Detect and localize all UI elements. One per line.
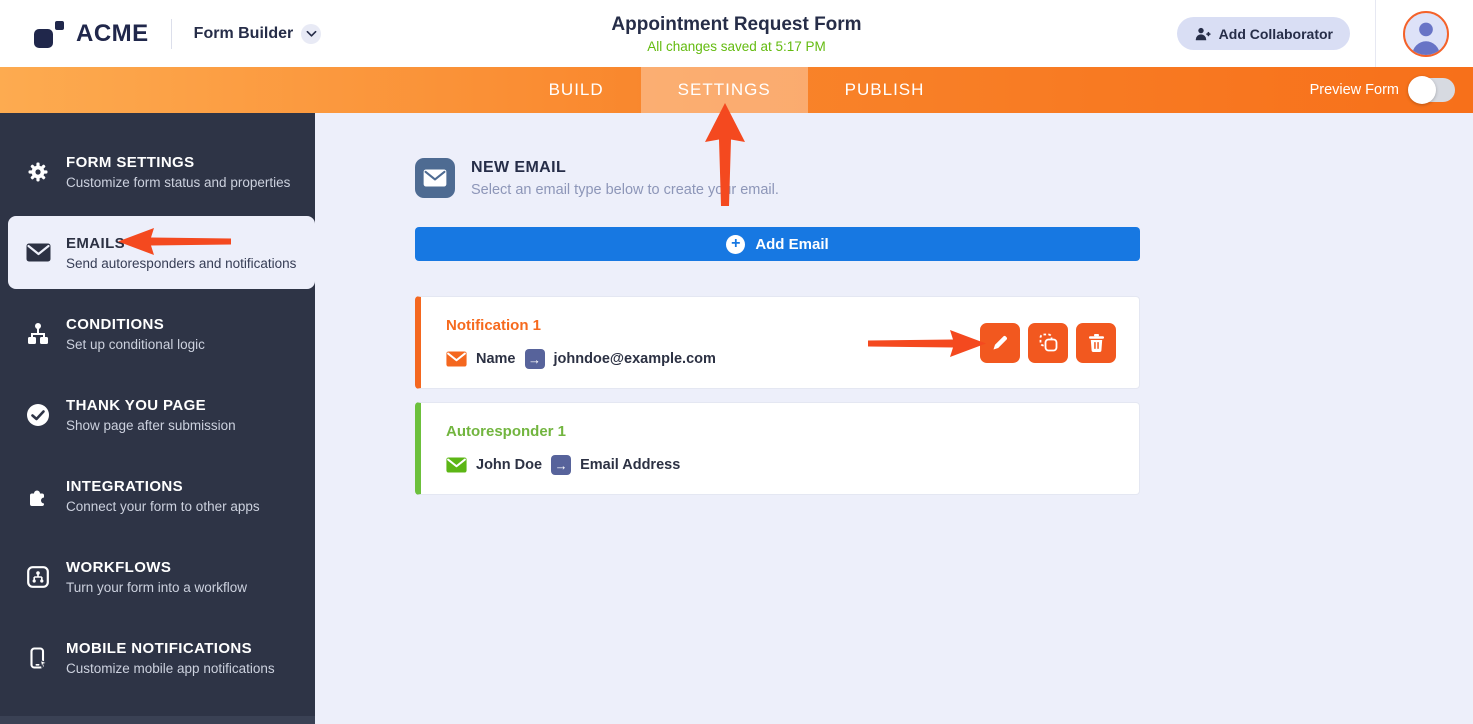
email-route-row: Name → johndoe@example.com (446, 349, 716, 369)
tab-build[interactable]: BUILD (548, 80, 604, 99)
sidebar-item-thank-you-page[interactable]: THANK YOU PAGE Show page after submissio… (0, 378, 315, 451)
header-right-divider (1375, 0, 1376, 67)
person-plus-icon (1194, 26, 1211, 42)
email-from: Name (476, 351, 516, 367)
email-card-actions (980, 322, 1116, 363)
puzzle-icon (25, 484, 51, 508)
section-subtitle: Select an email type below to create you… (471, 181, 779, 198)
build-navbar: BUILD SETTINGS PUBLISH Preview Form (0, 67, 1473, 113)
add-email-button[interactable]: + Add Email (415, 227, 1140, 261)
add-email-label: Add Email (755, 235, 829, 253)
logo-text: ACME (76, 19, 149, 47)
add-collaborator-label: Add Collaborator (1218, 25, 1333, 42)
sitemap-icon (25, 322, 51, 346)
header-right: Add Collaborator (1176, 0, 1473, 67)
envelope-icon (415, 158, 455, 198)
sidebar-item-workflows[interactable]: WORKFLOWS Turn your form into a workflow (0, 540, 315, 613)
product-label: Form Builder (193, 24, 294, 42)
preview-form-toggle[interactable] (1408, 76, 1455, 104)
edit-email-button[interactable] (980, 322, 1020, 363)
sidebar-item-description: Customize mobile app notifications (66, 660, 275, 676)
mobile-icon (25, 646, 51, 670)
arrow-right-icon: → (551, 455, 572, 475)
sidebar-item-label: INTEGRATIONS (66, 477, 184, 495)
duplicate-icon (1039, 333, 1057, 352)
form-header-center: Appointment Request Form All changes sav… (611, 14, 861, 54)
emails-settings-panel: NEW EMAIL Select an email type below to … (315, 113, 1473, 724)
nav-tabs: BUILD SETTINGS PUBLISH (512, 67, 962, 113)
sidebar-item-description: Send autoresponders and notifications (66, 255, 297, 271)
email-to: johndoe@example.com (553, 351, 716, 367)
email-to: Email Address (580, 457, 681, 473)
sidebar-item-description: Turn your form into a workflow (66, 579, 248, 595)
sidebar-item-form-settings[interactable]: FORM SETTINGS Customize form status and … (0, 135, 315, 208)
pencil-icon (993, 335, 1007, 349)
sidebar-item-mobile-notifications[interactable]: MOBILE NOTIFICATIONS Customize mobile ap… (0, 621, 315, 694)
sidebar-item-label: CONDITIONS (66, 315, 165, 333)
check-circle-icon (25, 403, 51, 427)
sidebar-item-label: THANK YOU PAGE (66, 396, 207, 414)
header-divider (170, 18, 172, 49)
tab-settings[interactable]: SETTINGS (640, 67, 808, 113)
avatar-person-icon (1412, 22, 1440, 55)
add-collaborator-button[interactable]: Add Collaborator (1176, 17, 1350, 50)
duplicate-email-button[interactable] (1028, 322, 1068, 363)
sidebar-item-conditions[interactable]: CONDITIONS Set up conditional logic (0, 297, 315, 370)
section-title: NEW EMAIL (471, 158, 567, 176)
form-title: Appointment Request Form (611, 13, 862, 35)
sidebar-item-label: FORM SETTINGS (66, 153, 195, 171)
save-status: All changes saved at 5:17 PM (647, 38, 826, 54)
envelope-icon (446, 351, 467, 367)
sidebar-item-description: Show page after submission (66, 417, 236, 433)
delete-email-button[interactable] (1076, 322, 1116, 363)
gear-icon (25, 160, 51, 184)
acme-logo-icon (34, 17, 68, 51)
acme-logo[interactable]: ACME (34, 17, 149, 51)
envelope-icon (25, 243, 51, 262)
plus-icon: + (726, 234, 746, 254)
toggle-knob (1408, 76, 1436, 104)
chevron-down-icon (301, 23, 322, 44)
email-card-autoresponder[interactable]: Autoresponder 1 John Doe → Email Address (415, 402, 1140, 495)
new-email-section-header: NEW EMAIL Select an email type below to … (415, 158, 779, 198)
email-route-row: John Doe → Email Address (446, 455, 680, 475)
sidebar-item-integrations[interactable]: INTEGRATIONS Connect your form to other … (0, 459, 315, 532)
envelope-icon (446, 457, 467, 473)
product-switcher-dropdown[interactable]: Form Builder (193, 23, 322, 44)
email-card-notification[interactable]: Notification 1 Name → johndoe@example.co… (415, 296, 1140, 389)
email-from: John Doe (476, 457, 543, 473)
sidebar-item-description: Connect your form to other apps (66, 498, 260, 514)
email-title: Notification 1 (446, 317, 542, 334)
sidebar-item-label: EMAILS (66, 234, 126, 252)
sidebar-item-label: MOBILE NOTIFICATIONS (66, 639, 253, 657)
settings-sidebar: FORM SETTINGS Customize form status and … (0, 113, 315, 724)
preview-form-label: Preview Form (1309, 82, 1399, 98)
arrow-right-icon: → (524, 349, 545, 369)
trash-icon (1088, 333, 1104, 352)
user-avatar[interactable] (1403, 10, 1449, 57)
preview-form-control: Preview Form (1310, 67, 1455, 113)
sidebar-bottom-strip (0, 716, 315, 724)
tab-publish[interactable]: PUBLISH (844, 80, 925, 99)
sidebar-item-label: WORKFLOWS (66, 558, 172, 576)
email-title: Autoresponder 1 (446, 423, 567, 440)
sidebar-item-emails[interactable]: EMAILS Send autoresponders and notificat… (8, 216, 315, 289)
app-header: ACME Form Builder Appointment Request Fo… (0, 0, 1473, 67)
workflow-icon (25, 565, 51, 589)
sidebar-item-description: Customize form status and properties (66, 174, 291, 190)
sidebar-item-description: Set up conditional logic (66, 336, 205, 352)
